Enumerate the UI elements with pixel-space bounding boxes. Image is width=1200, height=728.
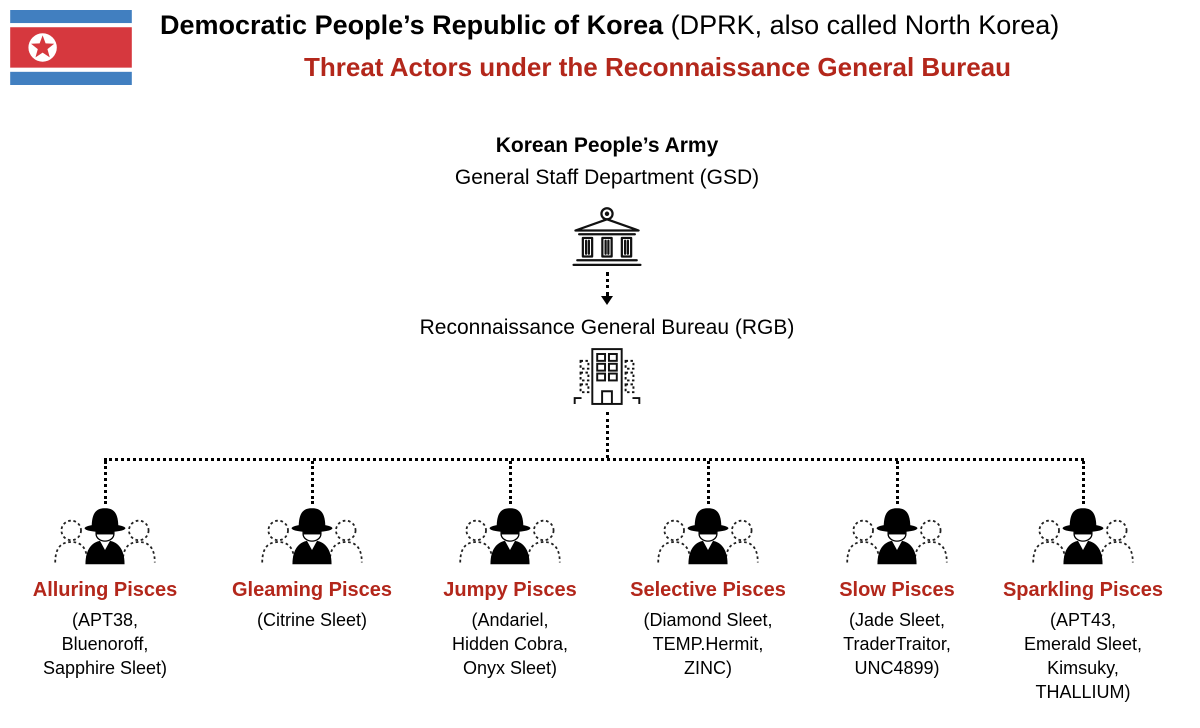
alias-line: Sapphire Sleet) xyxy=(42,657,168,678)
spy-icon xyxy=(649,502,767,566)
page-title-rest: (DPRK, also called North Korea) xyxy=(663,10,1060,40)
page-title: Democratic People’s Republic of Korea (D… xyxy=(160,10,1155,41)
connector-branch xyxy=(707,461,710,504)
bank-building-icon xyxy=(568,205,646,269)
gsd-label: General Staff Department (GSD) xyxy=(454,166,760,189)
threat-actor-group-alluring-pisces: Alluring Pisces (APT38, Bluenoroff, Sapp… xyxy=(10,502,200,681)
threat-actor-aliases: (Jade Sleet, TraderTraitor, UNC4899) xyxy=(802,609,992,681)
alias-line: (Citrine Sleet) xyxy=(256,610,368,630)
alias-line: UNC4899) xyxy=(854,657,940,678)
connector-branch xyxy=(1082,461,1085,504)
alias-line: (APT43, xyxy=(1049,610,1117,630)
arrow-down-icon xyxy=(601,296,613,305)
dotted-arrow-line xyxy=(605,272,609,296)
threat-actor-name: Alluring Pisces xyxy=(32,579,178,601)
threat-actor-name: Slow Pisces xyxy=(839,579,955,601)
connector-horizontal xyxy=(104,458,1084,461)
rgb-label: Reconnaissance General Bureau (RGB) xyxy=(419,316,795,339)
connector-trunk xyxy=(606,412,609,458)
spy-icon xyxy=(838,502,956,566)
header: Democratic People’s Republic of Korea (D… xyxy=(160,10,1155,83)
alias-line: Onyx Sleet) xyxy=(462,657,558,678)
threat-actor-group-slow-pisces: Slow Pisces (Jade Sleet, TraderTraitor, … xyxy=(802,502,992,681)
threat-actor-aliases: (APT38, Bluenoroff, Sapphire Sleet) xyxy=(10,609,200,681)
threat-actor-name: Jumpy Pisces xyxy=(443,579,577,601)
threat-actor-name: Selective Pisces xyxy=(630,579,786,601)
korean-peoples-army-label: Korean People’s Army xyxy=(495,134,719,157)
spy-icon xyxy=(46,502,164,566)
page-title-bold: Democratic People’s Republic of Korea xyxy=(160,10,664,40)
threat-actor-name: Sparkling Pisces xyxy=(1002,579,1164,601)
hierarchy-column: Korean People’s Army General Staff Depar… xyxy=(307,134,907,408)
spy-icon xyxy=(1024,502,1142,566)
alias-line: Kimsuky, xyxy=(1047,657,1119,678)
page-subtitle: Threat Actors under the Reconnaissance G… xyxy=(303,52,1012,82)
threat-actor-aliases: (APT43, Emerald Sleet, Kimsuky, THALLIUM… xyxy=(988,609,1178,705)
threat-actor-aliases: (Diamond Sleet, TEMP.Hermit, ZINC) xyxy=(613,609,803,681)
alias-line: THALLIUM) xyxy=(1035,681,1131,702)
threat-actor-group-gleaming-pisces: Gleaming Pisces (Citrine Sleet) xyxy=(217,502,407,633)
threat-actor-aliases: (Citrine Sleet) xyxy=(217,609,407,633)
threat-actor-group-jumpy-pisces: Jumpy Pisces (Andariel, Hidden Cobra, On… xyxy=(415,502,605,681)
threat-actor-group-selective-pisces: Selective Pisces (Diamond Sleet, TEMP.He… xyxy=(613,502,803,681)
alias-line: (APT38, xyxy=(71,610,139,630)
spy-icon xyxy=(451,502,569,566)
threat-actor-aliases: (Andariel, Hidden Cobra, Onyx Sleet) xyxy=(415,609,605,681)
spy-icon xyxy=(253,502,371,566)
alias-line: Emerald Sleet, xyxy=(1023,633,1143,654)
threat-actor-group-sparkling-pisces: Sparkling Pisces (APT43, Emerald Sleet, … xyxy=(988,502,1178,705)
alias-line: (Diamond Sleet, xyxy=(643,610,773,630)
alias-line: Bluenoroff, xyxy=(61,633,149,654)
connector-branch xyxy=(509,461,512,504)
threat-actor-name: Gleaming Pisces xyxy=(231,579,393,601)
alias-line: TEMP.Hermit, xyxy=(652,633,764,654)
connector-branch xyxy=(311,461,314,504)
alias-line: (Andariel, xyxy=(471,610,549,630)
alias-line: Hidden Cobra, xyxy=(451,633,569,654)
office-building-icon xyxy=(560,347,654,408)
connector-branch xyxy=(896,461,899,504)
alias-line: TraderTraitor, xyxy=(843,633,951,654)
connector-branch xyxy=(104,461,107,504)
alias-line: ZINC) xyxy=(684,657,732,678)
alias-line: (Jade Sleet, xyxy=(848,610,946,630)
dprk-flag-icon xyxy=(10,10,132,85)
